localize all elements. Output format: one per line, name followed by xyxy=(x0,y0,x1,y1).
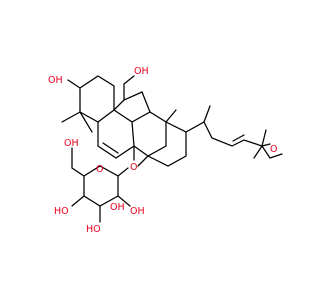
label-oh-c3: OH xyxy=(48,75,63,86)
bond-c3-oh xyxy=(67,79,81,89)
bond-skeleton xyxy=(61,75,283,223)
label-ho-c3prime: HO xyxy=(86,224,101,235)
label-oh-c19: OH xyxy=(134,66,149,77)
label-o-methoxy: O xyxy=(270,144,277,155)
ring-c xyxy=(131,111,167,157)
side-chain-c25-me xyxy=(261,129,267,147)
label-ho-c4prime: HO xyxy=(54,206,69,217)
bond-c4-me1 xyxy=(61,111,81,123)
ring-b xyxy=(97,109,135,159)
side-chain xyxy=(185,121,283,159)
side-chain-c25-me2 xyxy=(253,145,263,159)
bond-c10-c19 xyxy=(113,83,125,111)
bond-c4-me2 xyxy=(79,111,93,133)
double-bond-c23c24 xyxy=(232,134,245,142)
label-o-sugar-ring: O xyxy=(96,164,103,175)
label-oh-c1prime: OH xyxy=(110,202,125,213)
label-oh-ch2: OH xyxy=(64,138,79,149)
bond-c14-me xyxy=(137,155,149,167)
bond-c5prime-ch2oh xyxy=(71,147,85,177)
bond-c4prime-oh xyxy=(71,195,85,207)
bond-c9-c11 xyxy=(123,91,151,113)
label-oh-c2prime: OH xyxy=(130,206,145,217)
double-bond-c5c6 xyxy=(102,142,119,154)
bond-c25-o xyxy=(261,143,271,147)
molecule-structure: OH OH O O OH O HO HO OH OH xyxy=(48,66,283,235)
bond-o-c1prime xyxy=(117,167,129,177)
atom-labels: OH OH O O OH O HO HO OH OH xyxy=(48,66,277,235)
bond-c19-oh xyxy=(123,75,135,85)
side-chain-c20-me xyxy=(203,105,211,123)
bond-c2prime-oh xyxy=(117,195,131,207)
bond-c13-me xyxy=(165,109,177,123)
label-o-glycosidic: O xyxy=(130,162,137,173)
ring-d xyxy=(147,121,187,167)
ring-a xyxy=(79,75,115,123)
structure-canvas: OH OH O O OH O HO HO OH OH xyxy=(48,66,283,235)
